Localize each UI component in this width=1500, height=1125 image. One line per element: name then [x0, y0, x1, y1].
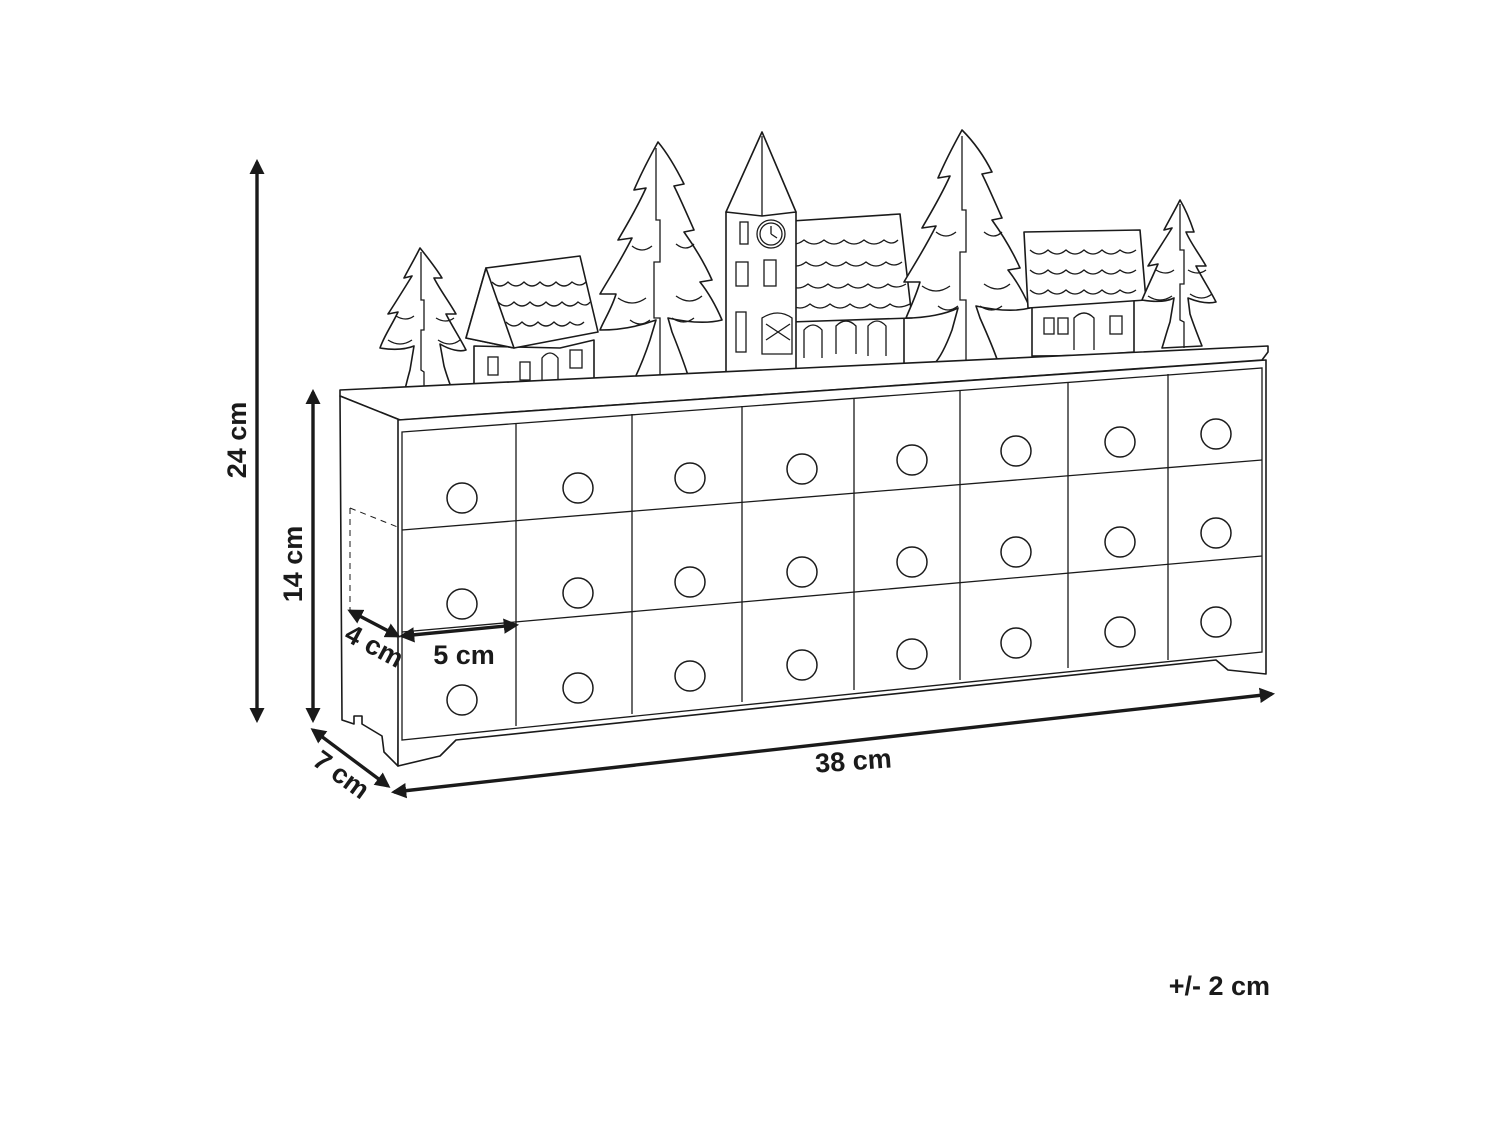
- drawer-knob: [674, 462, 706, 494]
- drawer-knob: [562, 472, 594, 504]
- drawer-knob: [1104, 616, 1136, 648]
- hidden-drawer-edge: [349, 507, 401, 529]
- front-panel: [397, 359, 1267, 767]
- house-right: [1023, 229, 1147, 357]
- drawer-knob: [446, 482, 478, 514]
- drawer-knob: [1000, 435, 1032, 467]
- calendar-body: [339, 345, 1269, 767]
- drawer-knob: [786, 453, 818, 485]
- dimension-arrows: [249, 158, 1276, 799]
- drawer-knob: [562, 672, 594, 704]
- drawer-knob: [896, 638, 928, 670]
- drawer-knob: [1200, 606, 1232, 638]
- drawer-knob: [896, 546, 928, 578]
- label-total-height: 24 cm: [222, 402, 252, 479]
- drawer-knob: [446, 684, 478, 716]
- drawer-knob: [446, 588, 478, 620]
- width-38-arrow: [390, 687, 1276, 799]
- label-total-width: 38 cm: [814, 743, 892, 778]
- drawer-row-divider: [401, 555, 1263, 633]
- depth-7-arrow: [310, 728, 391, 788]
- drawer-knob: [1000, 536, 1032, 568]
- drawer-knob: [674, 566, 706, 598]
- label-tolerance: +/- 2 cm: [1169, 971, 1270, 1001]
- depth-4-arrow: [347, 609, 401, 638]
- label-drawer-width: 5 cm: [433, 640, 495, 670]
- width-5-arrow: [398, 618, 520, 643]
- drawer-knob: [1200, 418, 1232, 450]
- drawer-knob: [786, 556, 818, 588]
- drawer-knob: [1104, 526, 1136, 558]
- drawer-knob: [786, 649, 818, 681]
- house-left: [465, 255, 599, 395]
- tree-small-left: [379, 247, 467, 403]
- tree-small-right: [1141, 199, 1217, 349]
- label-body-height: 14 cm: [278, 526, 308, 603]
- drawer-row-divider: [401, 459, 1263, 531]
- drawer-knob: [562, 577, 594, 609]
- drawer-knob: [674, 660, 706, 692]
- tree-tall-right: [903, 129, 1031, 366]
- label-total-depth: 7 cm: [308, 744, 375, 804]
- drawer-knob: [1000, 627, 1032, 659]
- church: [725, 131, 913, 379]
- drawer-knob: [1200, 517, 1232, 549]
- drawer-knob: [896, 444, 928, 476]
- side-panel: [339, 395, 401, 767]
- drawer-knob: [1104, 426, 1136, 458]
- tree-tall-left: [599, 141, 723, 388]
